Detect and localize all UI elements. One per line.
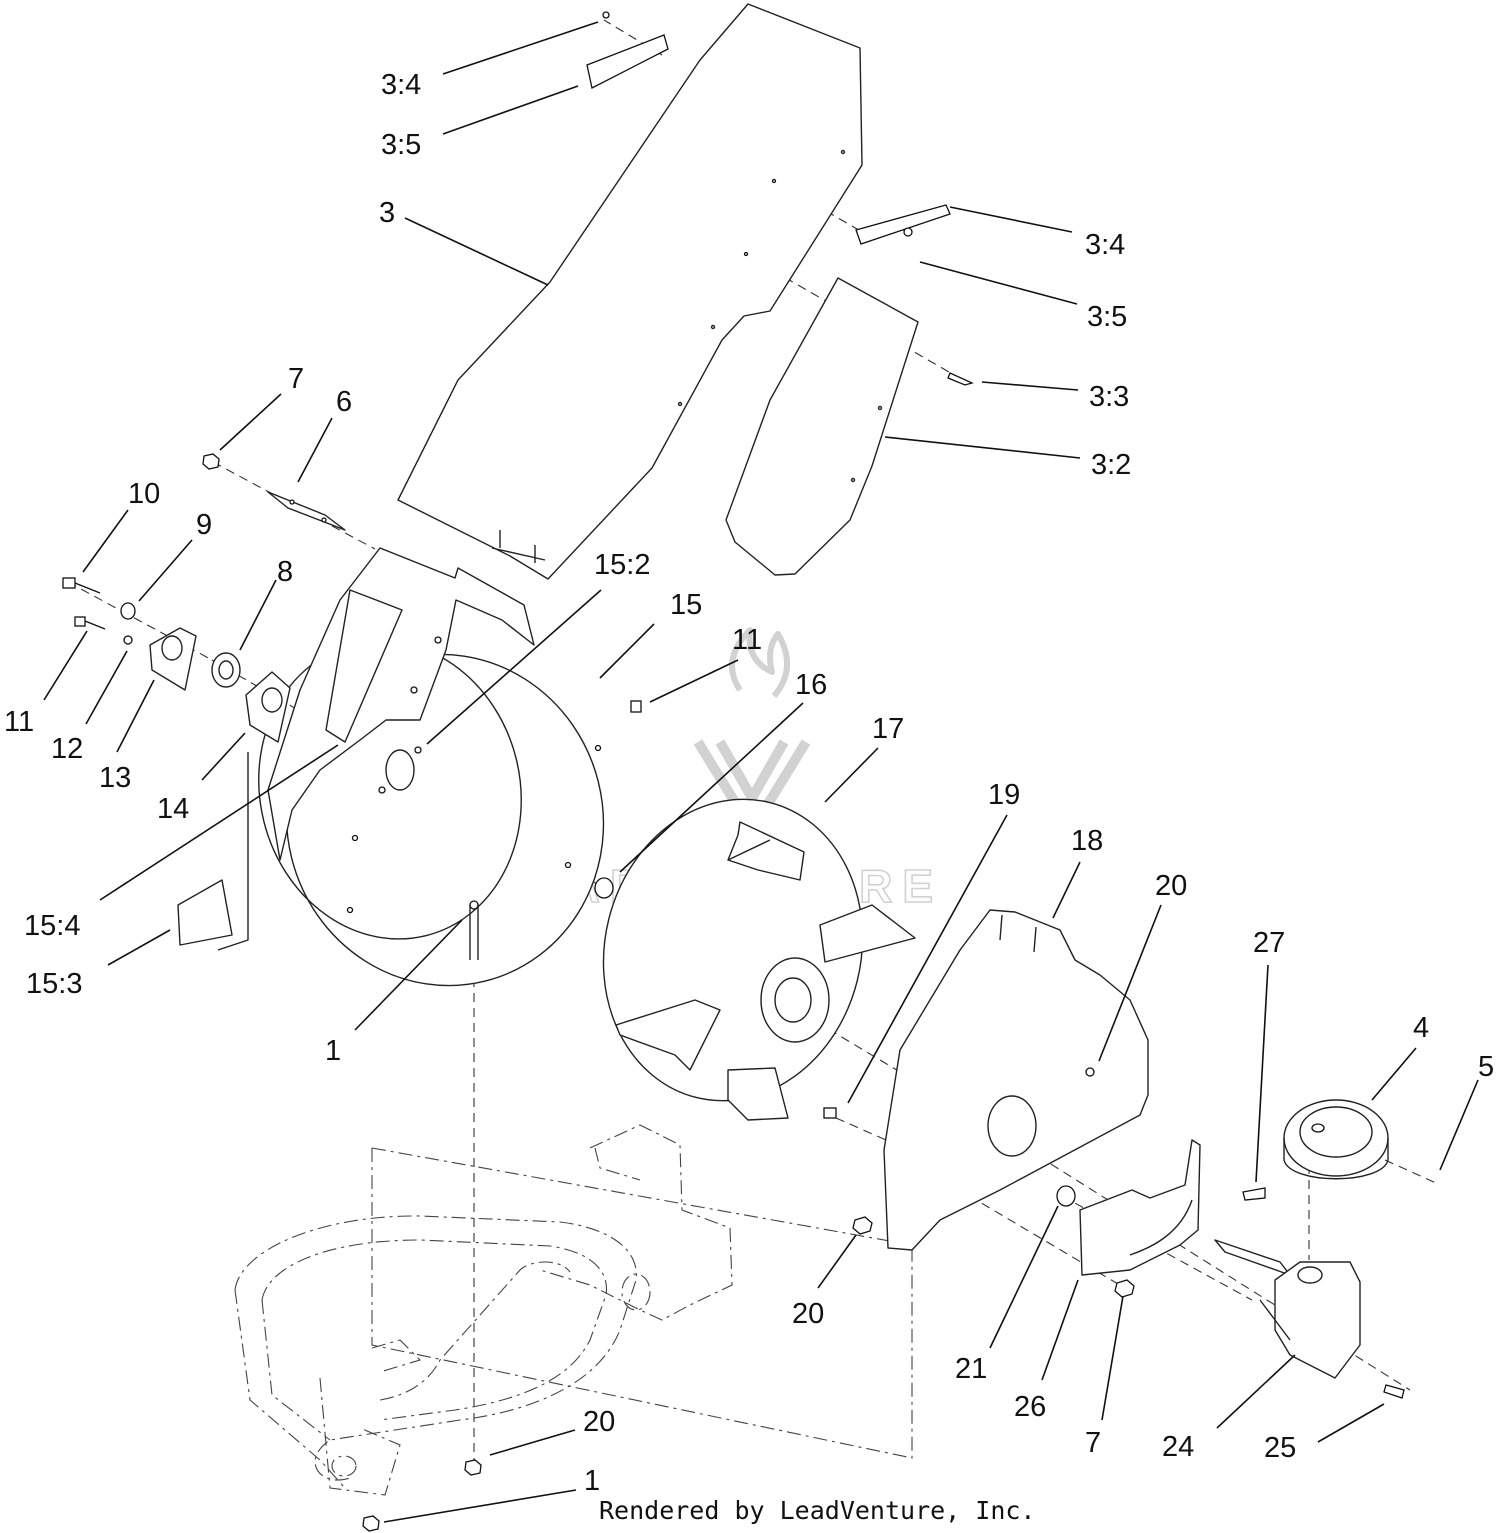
callout-labels: 3:4 3:5 3 3:4 3:5 3:3 3:2 7 6 10 9 8 15:…: [4, 69, 1494, 1497]
callout-21: 21: [955, 1353, 987, 1385]
callout-19: 19: [988, 779, 1020, 811]
blower-housing: [258, 547, 605, 987]
callout-13: 13: [99, 762, 131, 794]
callout-1-bottom: 1: [584, 1465, 600, 1497]
chute-hardware: [586, 11, 974, 386]
callout-24: 24: [1162, 1431, 1194, 1463]
callout-6: 6: [336, 386, 352, 418]
callout-18: 18: [1071, 825, 1103, 857]
callout-3-5-top: 3:5: [381, 129, 421, 161]
callout-17: 17: [872, 713, 904, 745]
callout-27: 27: [1253, 927, 1285, 959]
discharge-chute: [397, 3, 863, 580]
callout-3-5-right: 3:5: [1087, 301, 1127, 333]
callout-10: 10: [128, 478, 160, 510]
callout-15: 15: [670, 589, 702, 621]
callout-20-mid: 20: [792, 1298, 824, 1330]
impeller-washer: [594, 877, 614, 899]
bottom-fasteners: [362, 1459, 482, 1532]
callout-4: 4: [1413, 1012, 1429, 1044]
callout-26: 26: [1014, 1391, 1046, 1423]
callout-16: 16: [795, 669, 827, 701]
callout-14: 14: [157, 793, 189, 825]
frame-phantom: [234, 1124, 913, 1496]
callout-25: 25: [1264, 1432, 1296, 1464]
callout-3-4-right: 3:4: [1085, 229, 1125, 261]
callout-7-top: 7: [288, 363, 304, 395]
callout-11-left: 11: [4, 706, 34, 738]
bearing-stack: [62, 453, 642, 743]
gearbox-assembly: [1214, 1099, 1405, 1399]
back-plate: [823, 909, 1149, 1251]
callout-3-4-top: 3:4: [381, 69, 421, 101]
callout-3: 3: [379, 197, 395, 229]
chute-deflector: [725, 277, 919, 576]
gearbox-bracket: [1056, 1139, 1201, 1298]
callout-15-4: 15:4: [24, 910, 80, 942]
impeller: [602, 798, 916, 1121]
callout-1-mid: 1: [325, 1035, 341, 1067]
housing-liner: [177, 752, 249, 951]
render-credit: Rendered by LeadVenture, Inc.: [599, 1496, 1036, 1525]
callout-3-2: 3:2: [1091, 449, 1131, 481]
callout-7-bottom: 7: [1085, 1427, 1101, 1459]
leader-lines: [43, 21, 1479, 1523]
callout-20-bottom: 20: [583, 1406, 615, 1438]
callout-12: 12: [51, 733, 83, 765]
callout-15-3: 15:3: [26, 968, 82, 1000]
callout-20-right: 20: [1155, 870, 1187, 902]
callout-3-3: 3:3: [1089, 381, 1129, 413]
callout-9: 9: [196, 509, 212, 541]
callout-15-2: 15:2: [594, 549, 650, 581]
callout-8: 8: [277, 556, 293, 588]
callout-5: 5: [1478, 1051, 1494, 1083]
callout-11-right: 11: [732, 624, 762, 656]
